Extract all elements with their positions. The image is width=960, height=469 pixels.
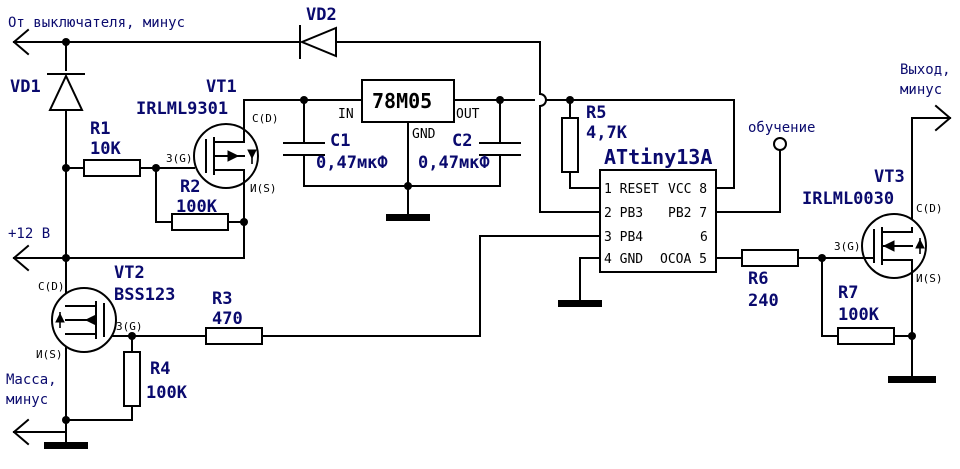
resistor-r2 xyxy=(171,213,229,231)
vt1-type: IRLML9301 xyxy=(136,99,228,119)
transistor-vt1 xyxy=(193,123,259,189)
vt2-type: BSS123 xyxy=(114,285,175,305)
ground-icon xyxy=(386,214,430,221)
terminal-arrows xyxy=(12,28,952,446)
diode-vd1 xyxy=(47,73,85,111)
mcu-pin-3: 3 PB4 xyxy=(604,230,643,245)
ground-label-line2: минус xyxy=(6,392,48,408)
plus12-arrow-icon xyxy=(12,244,30,272)
vd2-label: VD2 xyxy=(306,5,337,25)
r6-ref: R6 xyxy=(748,269,768,289)
mcu-pin-7: PB2 7 xyxy=(668,206,707,221)
mcu-pin-6: 6 xyxy=(700,230,708,245)
output-arrow-icon xyxy=(934,104,952,132)
r5-ref: R5 xyxy=(586,103,606,123)
output-label-line2: минус xyxy=(900,82,942,98)
resistor-r6 xyxy=(741,249,799,267)
junctions xyxy=(62,38,916,424)
mcu-pin-2: 2 PB3 xyxy=(604,206,643,221)
ground-icon xyxy=(44,442,88,449)
mcu-pin-8: VCC 8 xyxy=(668,182,707,197)
mcu-pin-1: 1 RESET xyxy=(604,182,659,197)
regulator-78m05 xyxy=(361,79,455,123)
vt3-source-pin: И(S) xyxy=(916,272,943,285)
resistor-r5 xyxy=(561,117,579,173)
mcu-name: ATtiny13A xyxy=(604,145,712,169)
output-label-line1: Выход, xyxy=(900,62,951,78)
mcu-pin-4: 4 GND xyxy=(604,252,643,267)
transistor-vt3 xyxy=(861,213,927,285)
regulator-out: OUT xyxy=(456,107,480,122)
vt1-drain-pin: С(D) xyxy=(252,112,279,125)
resistors xyxy=(83,117,895,407)
c2-val: 0,47мкФ xyxy=(418,153,490,173)
r4-ref: R4 xyxy=(150,359,170,379)
resistor-r3 xyxy=(205,327,263,345)
resistor-r7 xyxy=(837,327,895,345)
vt2-drain-pin: С(D) xyxy=(38,280,65,293)
ground-icon xyxy=(888,376,936,383)
diode-vd2 xyxy=(299,25,337,59)
c1-ref: C1 xyxy=(330,131,350,151)
vt3-gate-pin: З(G) xyxy=(834,240,861,253)
regulator-name: 78M05 xyxy=(372,89,432,113)
r3-val: 470 xyxy=(212,309,243,329)
vt2-gate-pin: З(G) xyxy=(116,320,143,333)
r2-val: 100K xyxy=(176,197,218,217)
switch-minus-label: От выключателя, минус xyxy=(8,15,185,31)
learning-terminal-icon xyxy=(773,137,787,151)
transistor-vt2 xyxy=(51,287,117,353)
vt3-drain-pin: С(D) xyxy=(916,202,943,215)
r1-ref: R1 xyxy=(90,119,110,139)
r6-val: 240 xyxy=(748,291,779,311)
r1-val: 10K xyxy=(90,139,121,159)
switch-minus-arrow-icon xyxy=(12,28,30,56)
mcu-attiny13a xyxy=(599,169,717,273)
plus12-label: +12 В xyxy=(8,226,50,242)
c2-ref: C2 xyxy=(452,131,472,151)
ground-arrow-icon xyxy=(12,418,30,446)
resistor-r4 xyxy=(123,351,141,407)
capacitors xyxy=(283,142,521,156)
vt1-gate-pin: З(G) xyxy=(166,152,193,165)
vd1-label: VD1 xyxy=(10,77,41,97)
r7-val: 100K xyxy=(838,305,880,325)
r7-ref: R7 xyxy=(838,283,858,303)
resistor-r1 xyxy=(83,159,141,177)
vt1-ref: VT1 xyxy=(206,77,237,97)
r5-val: 4,7K xyxy=(586,123,628,143)
c1-val: 0,47мкФ xyxy=(316,153,388,173)
vt2-source-pin: И(S) xyxy=(36,348,63,361)
regulator-gnd: GND xyxy=(412,127,436,142)
vt2-ref: VT2 xyxy=(114,263,145,283)
r2-ref: R2 xyxy=(180,177,200,197)
vt1-source-pin: И(S) xyxy=(250,182,277,195)
learning-label: обучение xyxy=(748,120,815,136)
mcu-pin-5: OCOA 5 xyxy=(660,252,707,267)
vt3-type: IRLML0030 xyxy=(802,189,894,209)
r3-ref: R3 xyxy=(212,289,232,309)
ground-symbols xyxy=(44,214,936,449)
labels: От выключателя, минус +12 В Масса, минус… xyxy=(6,5,951,408)
vt3-ref: VT3 xyxy=(874,167,905,187)
r4-val: 100K xyxy=(146,383,188,403)
ground-label-line1: Масса, xyxy=(6,372,57,388)
regulator-in: IN xyxy=(338,107,354,122)
ground-icon xyxy=(558,300,602,307)
